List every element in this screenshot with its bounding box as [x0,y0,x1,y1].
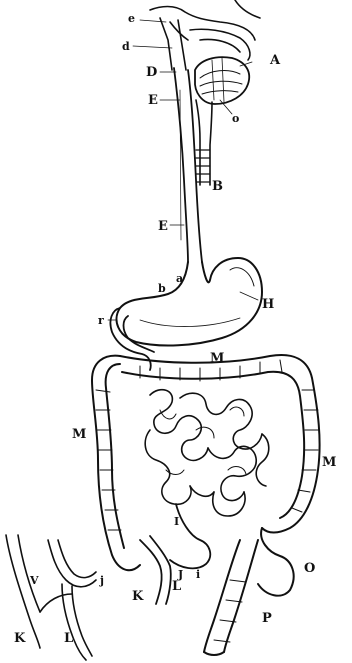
label-M-left: M [72,427,86,442]
stomach [117,258,262,345]
label-i: i [196,568,200,581]
label-P: P [262,611,272,626]
label-B: B [212,179,223,194]
label-r: r [98,314,104,327]
colon-haustra [96,360,319,642]
label-e-top: e [128,12,135,25]
esophagus [174,68,202,262]
label-a: a [176,272,183,285]
label-o-pharynx: o [232,112,239,125]
label-M-top: M [210,351,224,366]
head-region [150,0,260,70]
label-L-inset: L [64,631,73,646]
label-H: H [262,297,274,312]
label-I: I [174,515,179,528]
label-K-main: K [132,589,144,604]
small-intestine [145,390,269,516]
label-V-inset: V [29,574,39,587]
trachea [196,100,212,185]
label-M-right: M [322,455,336,470]
colon [92,355,320,655]
label-D: D [146,65,157,80]
label-b: b [158,282,166,295]
label-j-inset: j [99,574,104,587]
label-E-upper: E [148,93,158,108]
label-A: A [269,53,281,68]
tongue [195,57,249,104]
label-L-main: L [172,579,181,594]
label-K-inset: K [14,631,26,646]
label-d: d [122,40,130,53]
label-O: O [304,561,315,576]
label-E-mid: E [158,219,168,234]
